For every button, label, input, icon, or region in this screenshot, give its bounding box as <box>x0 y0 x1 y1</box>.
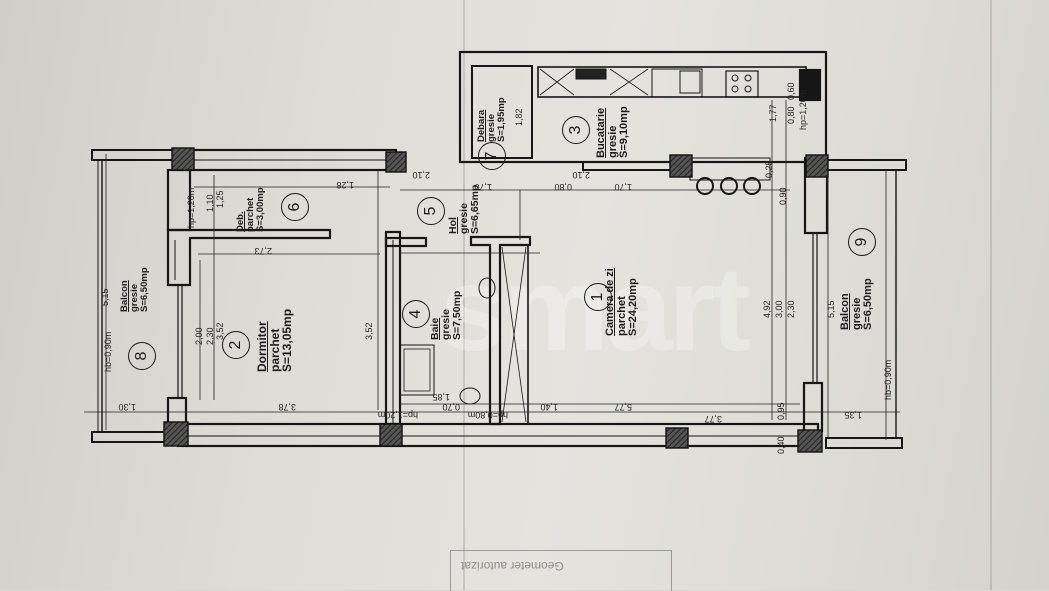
stamp: Geometer autorizat <box>450 550 672 591</box>
dim-storage-273: 2,73 <box>254 246 272 256</box>
dim-bedroom-230: 2,30 <box>205 327 215 345</box>
paper-fold-line <box>990 0 992 590</box>
room-number-hall: 5 <box>417 197 445 225</box>
dim-storage-128: 1,28 <box>336 180 354 190</box>
dim-bedroom-length: 3,78 <box>278 402 296 412</box>
window-sill-height-bath: hp=1,20m <box>377 410 418 420</box>
dim-living-length: 5,77 <box>614 402 632 412</box>
dim-balcony-right-135: 1,35 <box>844 410 862 420</box>
room-number-kitchen: 3 <box>562 116 590 144</box>
paper-fold-line <box>463 0 465 590</box>
room-number-storage: 6 <box>281 193 309 221</box>
dim-living-width: 4,92 <box>762 300 772 318</box>
dim-balcony-left-len: 5,15 <box>100 288 110 306</box>
dim-bath-185: 1,85 <box>432 392 450 402</box>
room-number-balcony-left: 8 <box>128 342 156 370</box>
dim-bath-070: 0,70 <box>442 402 460 412</box>
room-number-pantry: 7 <box>478 142 506 170</box>
watermark: smart <box>440 242 751 376</box>
dim-kitchen-177: 1,77 <box>768 104 778 122</box>
dim-080: 0,80 <box>786 106 796 124</box>
dim-kitchen-170: 1,70 <box>614 182 632 192</box>
dim-kitchen-210: 2,10 <box>572 170 590 180</box>
dim-025: 0,25 <box>764 160 774 178</box>
balcony-railing-height-left: hb=0,90m <box>103 331 113 372</box>
dim-living-length-b: 3,77 <box>704 414 722 424</box>
dim-living-230: 2,30 <box>786 300 796 318</box>
dim-balcony-left-130: 1,30 <box>118 402 136 412</box>
dim-040: 0,40 <box>776 436 786 454</box>
dim-hall-170: 1,70 <box>474 182 492 192</box>
window-sill-height-storage: hp=1,20m <box>186 187 196 228</box>
dim-bedroom-352b: 3,52 <box>215 322 225 340</box>
dim-060: 0,60 <box>786 82 796 100</box>
dim-bedroom-352: 3,52 <box>364 322 374 340</box>
dim-hall-210: 2,10 <box>412 170 430 180</box>
window-sill-height-living: hp=0,80m <box>467 410 508 420</box>
dim-090: 0,90 <box>778 187 788 205</box>
room-number-bath: 4 <box>402 300 430 328</box>
dim-storage-125: 1,25 <box>215 190 225 208</box>
room-number-living: 1 <box>584 283 612 311</box>
dim-pantry-182: 1,82 <box>514 108 524 126</box>
dim-balcony-right-len: 5,15 <box>826 300 836 318</box>
window-sill-height-kitchen: hp=1,20m <box>798 89 808 130</box>
dim-bath-140: 1,40 <box>540 402 558 412</box>
room-number-bedroom: 2 <box>222 331 250 359</box>
dim-095: 0,95 <box>776 402 786 420</box>
dim-living-300: 3,00 <box>774 300 784 318</box>
dim-bedroom-200: 2,00 <box>194 327 204 345</box>
room-number-balcony-right: 9 <box>848 228 876 256</box>
dim-hall-080: 0,80 <box>554 182 572 192</box>
dim-storage-110: 1,10 <box>205 194 215 212</box>
stamp-text: Geometer autorizat <box>461 559 564 573</box>
balcony-railing-height-right: hb=0,90m <box>883 359 893 400</box>
